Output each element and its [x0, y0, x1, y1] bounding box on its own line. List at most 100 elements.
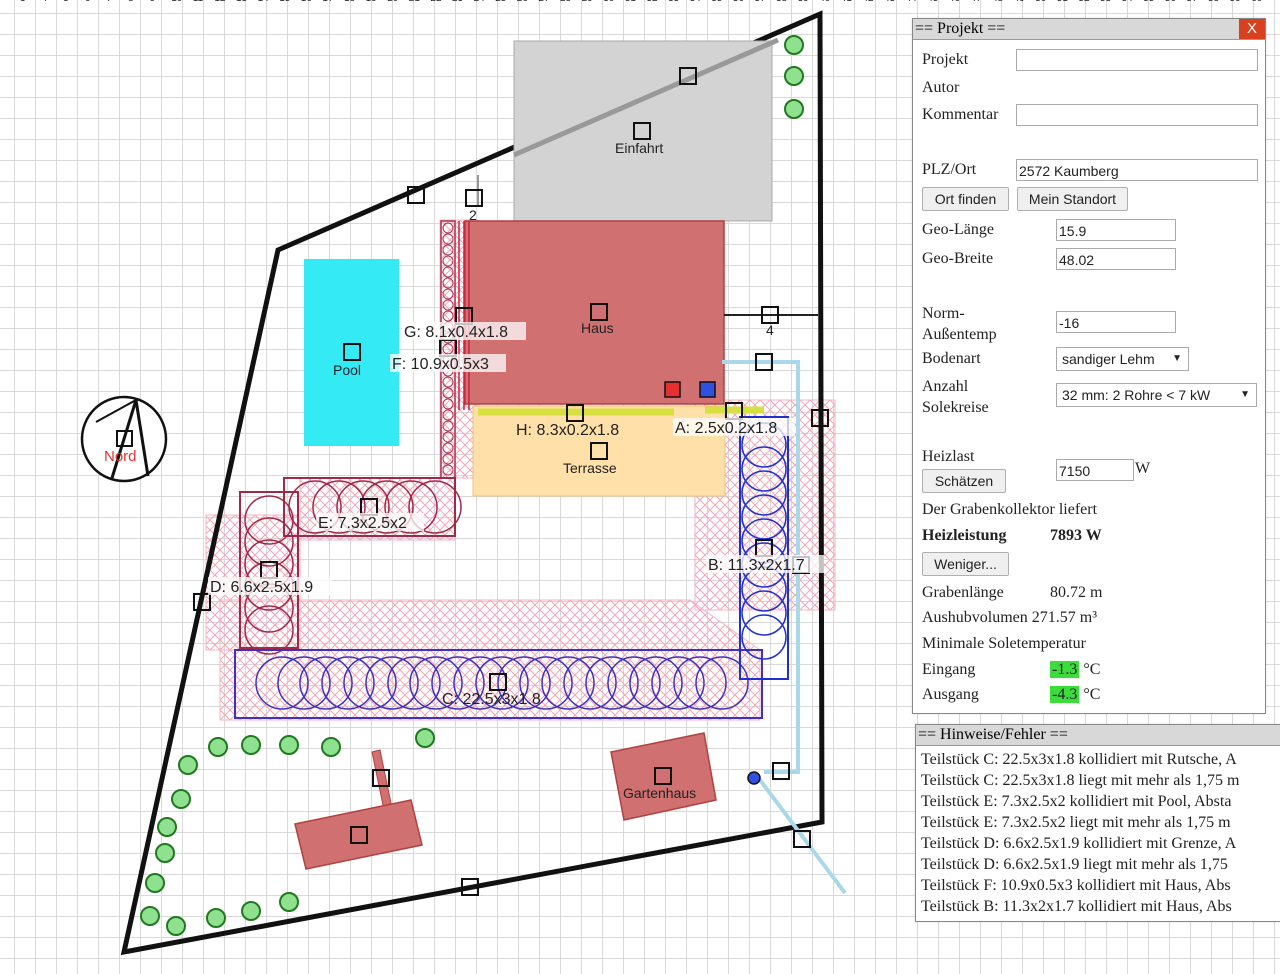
pipe-ring [442, 310, 454, 322]
solekreise-select[interactable]: 32 mm: 2 Rohre < 7 kW▼ [1056, 383, 1257, 407]
ruler-tick-label: 46 [949, 0, 960, 4]
drag-handle[interactable] [465, 189, 483, 207]
blue-connector[interactable] [747, 771, 761, 785]
feed-blue-marker[interactable] [699, 381, 716, 398]
segment-h-label[interactable]: H: 8.3x0.2x1.8 [516, 422, 619, 439]
kommentar-label: Kommentar [922, 106, 999, 123]
pipe-ring [442, 420, 454, 432]
geo-laenge-input[interactable]: 15.9 [1056, 219, 1176, 241]
drag-handle[interactable] [350, 826, 368, 844]
segment-d-label[interactable]: D: 6.6x2.5x1.9 [210, 579, 313, 596]
ruler-tick-label: 24 [474, 0, 485, 4]
drag-handle[interactable] [489, 673, 507, 691]
heizlast-label: Heizlast [922, 448, 975, 465]
north-compass[interactable]: Nord [80, 395, 168, 483]
tree-icon [784, 35, 804, 55]
ruler-tick-label: 22 [430, 0, 441, 4]
pipe-ring [365, 656, 419, 710]
ruler-tick-label: 44 [906, 0, 917, 4]
pipe-ring [475, 656, 529, 710]
ruler-tick-label: 49 [1014, 0, 1025, 4]
mein-standort-button[interactable]: Mein Standort [1017, 187, 1128, 211]
marker-2-label: 2 [469, 207, 477, 223]
drag-handle[interactable] [654, 767, 672, 785]
pipe-ring [409, 656, 463, 710]
segment-c-label[interactable]: C: 22.5x3x1.8 [442, 691, 541, 708]
pipe-ring [585, 656, 639, 710]
pipe-ring [442, 398, 454, 410]
ruler-tick-label: 37 [754, 0, 765, 4]
drag-handle[interactable] [590, 303, 608, 321]
tree-icon [279, 892, 299, 912]
pipe-ring [384, 480, 438, 534]
drag-handle[interactable] [761, 306, 779, 324]
eingang-value-row: -1.3 °C [1050, 661, 1101, 678]
ruler-tick-label: 31 [625, 0, 636, 4]
bodenart-select[interactable]: sandiger Lehm▼ [1056, 347, 1189, 371]
ausgang-value: -4.3 [1050, 686, 1080, 703]
geo-breite-input[interactable]: 48.02 [1056, 248, 1176, 270]
drag-handle[interactable] [633, 122, 651, 140]
feed-red-marker[interactable] [664, 381, 681, 398]
ruler-tick-label: 11 [193, 0, 203, 4]
ort-finden-button[interactable]: Ort finden [922, 187, 1009, 211]
kommentar-input[interactable] [1016, 104, 1258, 126]
drag-handle[interactable] [193, 593, 211, 611]
gartenhaus-area[interactable] [610, 732, 717, 821]
geo-laenge-label: Geo-Länge [922, 221, 994, 238]
pipe-ring [741, 446, 787, 492]
tree-icon [208, 737, 228, 757]
pipe-ring [244, 517, 294, 567]
projekt-titlebar[interactable]: == Projekt == X [913, 19, 1265, 40]
playhouse-area[interactable] [294, 799, 423, 870]
hinweise-titlebar[interactable]: == Hinweise/Fehler == [916, 725, 1280, 746]
pipe-ring [442, 299, 454, 311]
hint-item: Teilstück F: 10.9x0.5x3 kollidiert mit H… [921, 877, 1231, 894]
drag-handle[interactable] [343, 343, 361, 361]
drag-handle[interactable] [679, 67, 697, 85]
segment-b-label[interactable]: B: 11.3x2x1.7 [708, 557, 805, 574]
schaetzen-button[interactable]: Schätzen [922, 469, 1006, 493]
pipe-ring [442, 431, 454, 443]
pipe-ring [442, 222, 454, 234]
ruler-tick-label: 54 [1122, 0, 1133, 4]
segment-f-label[interactable]: F: 10.9x0.5x3 [392, 356, 489, 373]
drag-handle[interactable] [793, 830, 811, 848]
drag-handle[interactable] [811, 409, 829, 427]
close-button[interactable]: X [1239, 19, 1265, 39]
pipe-ring [442, 233, 454, 245]
drag-handle[interactable] [372, 769, 390, 787]
ruler-tick-label: 60 [1251, 0, 1262, 4]
pool-area[interactable] [304, 259, 399, 446]
heizlast-input[interactable]: 7150 [1056, 459, 1134, 481]
tree-icon [155, 843, 175, 863]
drag-handle[interactable] [461, 878, 479, 896]
drag-handle[interactable] [590, 442, 608, 460]
ausgang-label: Ausgang [922, 686, 979, 703]
segment-g-label[interactable]: G: 8.1x0.4x1.8 [404, 324, 508, 341]
pipe-ring [244, 605, 294, 655]
ruler-tick-label: 5 [63, 0, 69, 4]
minsole-label: Minimale Soletemperatur [922, 635, 1086, 652]
projekt-input[interactable] [1016, 49, 1258, 71]
pipe-ring [442, 277, 454, 289]
tree-icon [241, 735, 261, 755]
segment-c-collector[interactable] [234, 649, 763, 719]
segment-a-label[interactable]: A: 2.5x0.2x1.8 [675, 420, 777, 437]
ruler-tick-label: 57 [1186, 0, 1197, 4]
norm-temp-input[interactable]: -16 [1056, 311, 1176, 333]
pipe-ring [321, 656, 375, 710]
einfahrt-area[interactable] [513, 40, 773, 222]
weniger-button[interactable]: Weniger... [922, 552, 1009, 576]
tree-markers[interactable] [140, 35, 804, 936]
drag-handle[interactable] [566, 404, 584, 422]
hinweise-panel: == Hinweise/Fehler == Teilstück C: 22.5x… [915, 724, 1280, 922]
hint-item: Teilstück C: 22.5x3x1.8 liegt mit mehr a… [921, 772, 1240, 789]
haus-area[interactable] [464, 220, 725, 405]
segment-e-label[interactable]: E: 7.3x2.5x2 [318, 515, 407, 532]
plz-input[interactable]: 2572 Kaumberg [1016, 159, 1258, 181]
drag-handle[interactable] [772, 762, 790, 780]
drag-handle[interactable] [755, 353, 773, 371]
drag-handle[interactable] [407, 186, 425, 204]
